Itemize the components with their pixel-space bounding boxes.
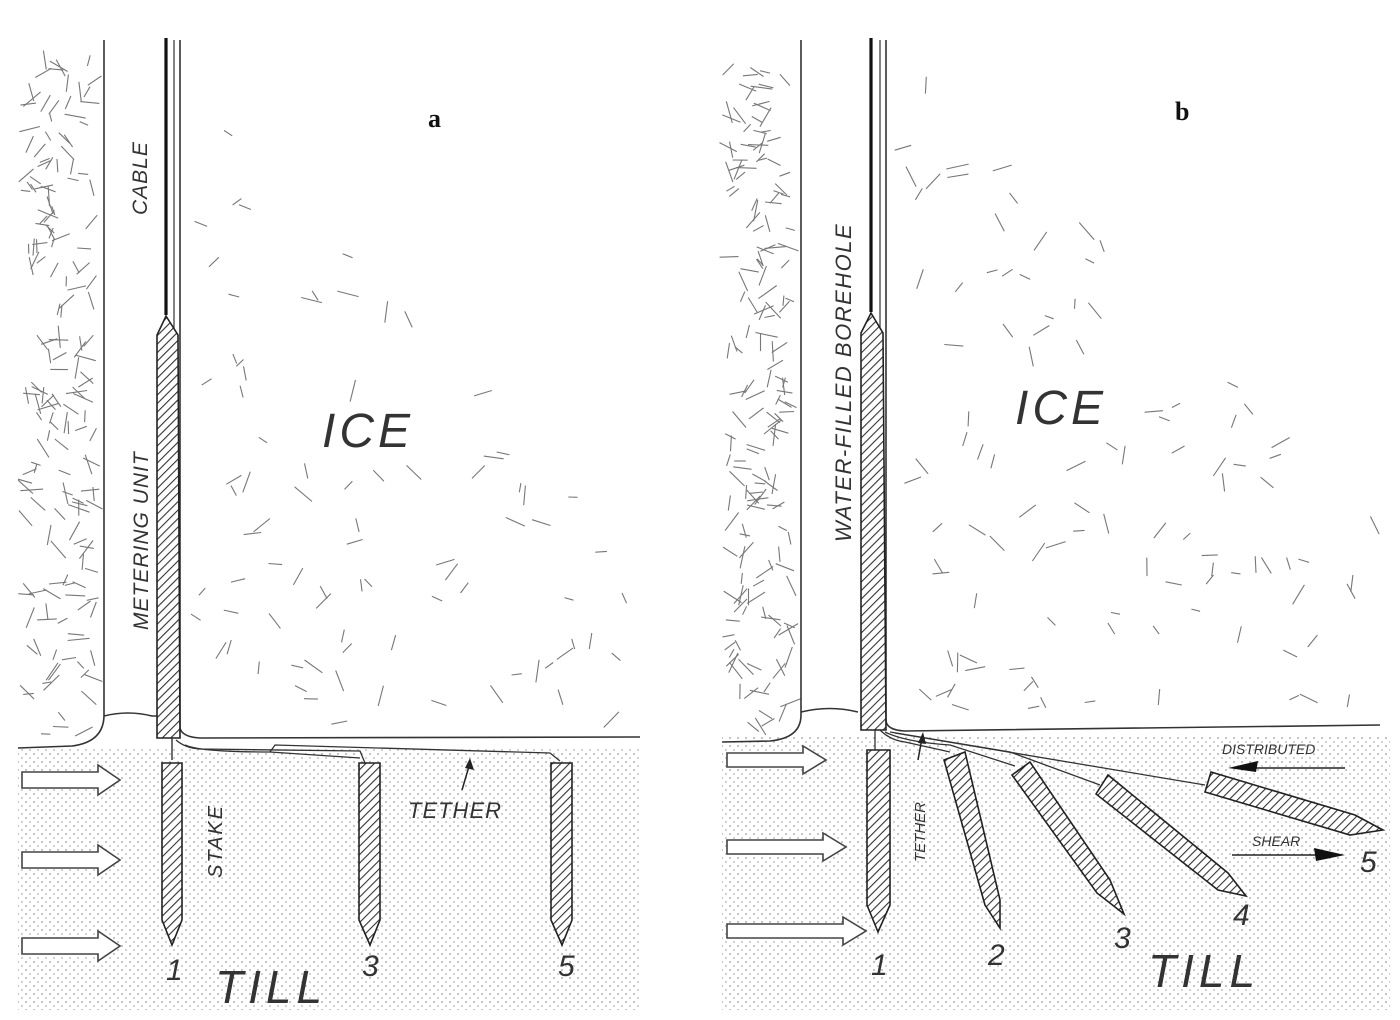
metering-unit-b: [860, 311, 887, 731]
cable-label: CABLE: [129, 141, 152, 215]
till-label-a: TILL: [215, 961, 327, 1013]
tether-label-b: TETHER: [912, 802, 929, 862]
ice-label-a: ICE: [322, 405, 414, 458]
flow-arrows-a: [21, 763, 122, 963]
tether-label-a: TETHER: [408, 798, 502, 823]
position-b-5: 5: [1360, 846, 1377, 879]
panel-b: b ICE TILL WATER-FILLED BOREHOLE TETHER …: [719, 38, 1390, 1010]
stake-a-5: [550, 762, 573, 948]
borehole-wall-a: [17, 40, 105, 749]
till-region-a: [18, 748, 640, 1010]
flow-arrows-b: [726, 744, 868, 947]
borehole-bottom-b: [800, 707, 859, 713]
position-b-3: 3: [1114, 922, 1131, 955]
borehole-wall-b: [721, 40, 802, 743]
metering-unit-a: [156, 314, 181, 739]
till-label-b: TILL: [1148, 945, 1260, 997]
distributed-label: DISTRIBUTED: [1222, 741, 1315, 757]
panel-letter-a: a: [428, 104, 441, 133]
ice-label-b: ICE: [1015, 382, 1107, 435]
borehole-label: WATER-FILLED BOREHOLE: [831, 223, 856, 542]
position-b-4: 4: [1233, 899, 1250, 932]
shear-label: SHEAR: [1252, 833, 1300, 849]
position-a-1: 1: [166, 954, 183, 987]
stake-b-5: [1204, 771, 1386, 836]
tether-b: [874, 729, 1206, 786]
stake-a-3: [358, 762, 381, 948]
position-b-2: 2: [987, 939, 1005, 972]
position-b-1: 1: [871, 949, 888, 982]
ice-texture-a: [17, 50, 628, 737]
stake-b-3: [1010, 760, 1126, 917]
stake-b-4: [1094, 773, 1248, 898]
stake-b-2: [943, 750, 1001, 931]
metering-unit-label: METERING UNIT: [130, 450, 153, 630]
stake-b-1: [866, 749, 891, 935]
stake-a-1: [161, 762, 183, 948]
position-a-5: 5: [558, 950, 575, 983]
ice-texture-b: [719, 63, 1380, 736]
position-a-3: 3: [362, 950, 379, 983]
till-region-b: [722, 735, 1390, 1010]
panel-a: a ICE TILL CABLE METERING UNIT STAKE TET…: [17, 38, 641, 1013]
panel-letter-b: b: [1175, 97, 1189, 126]
ice-bed-interface-a: [179, 40, 641, 739]
borehole-bottom-a: [103, 712, 157, 717]
ice-bed-interface-b: [885, 40, 1381, 732]
stake-label: STAKE: [205, 804, 227, 878]
